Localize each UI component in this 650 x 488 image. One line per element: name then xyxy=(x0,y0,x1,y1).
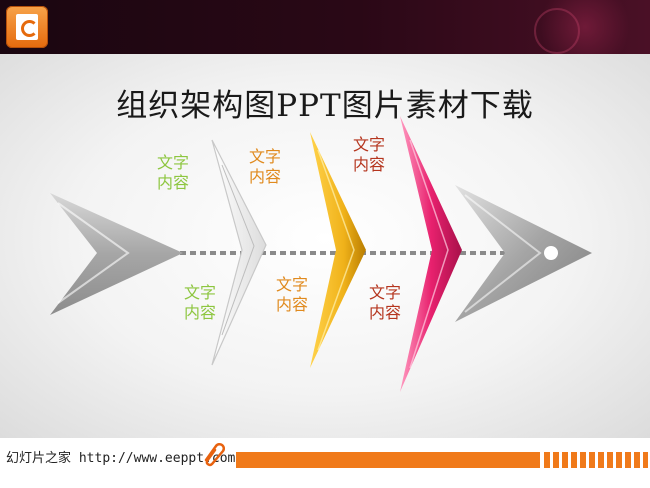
label-bottom-1-line2: 内容 xyxy=(183,303,216,322)
footer-brand-name: 幻灯片之家 xyxy=(6,451,72,466)
label-bottom-1-line1: 文字 xyxy=(183,283,216,302)
fin-gold xyxy=(310,132,366,368)
label-top-2: 文字 内容 xyxy=(230,147,300,187)
label-bottom-3-line1: 文字 xyxy=(368,283,401,302)
label-bottom-3-line2: 内容 xyxy=(368,303,401,322)
fish-head xyxy=(455,185,592,322)
label-bottom-2-line1: 文字 xyxy=(275,275,308,294)
slide-title: 组织架构图PPT图片素材下载 xyxy=(116,88,534,124)
paperclip-icon xyxy=(204,443,225,467)
fin-white xyxy=(211,139,267,366)
label-top-2-line1: 文字 xyxy=(248,147,281,166)
label-bottom-1: 文字 内容 xyxy=(165,283,235,323)
label-bottom-2-line2: 内容 xyxy=(275,295,308,314)
footer-brand: 幻灯片之家 http://www.eeppt.com xyxy=(6,447,235,466)
footer-striped-bar xyxy=(544,452,648,468)
label-top-3: 文字 内容 xyxy=(334,135,404,175)
label-top-1-line2: 内容 xyxy=(156,173,189,192)
label-top-1: 文字 内容 xyxy=(138,153,208,193)
label-top-2-line2: 内容 xyxy=(248,167,281,186)
fish-tail xyxy=(50,193,183,315)
fish-eye xyxy=(544,246,558,260)
footer-url[interactable]: http://www.eeppt.com xyxy=(71,451,236,466)
label-top-1-line1: 文字 xyxy=(156,153,189,172)
footer-orange-bar xyxy=(236,452,540,468)
fin-pink xyxy=(400,116,462,392)
label-top-3-line2: 内容 xyxy=(352,155,385,174)
banner-ring xyxy=(534,8,580,54)
label-bottom-2: 文字 内容 xyxy=(257,275,327,315)
top-banner xyxy=(0,0,650,72)
label-top-3-line1: 文字 xyxy=(352,135,385,154)
powerpoint-logo-icon xyxy=(6,6,48,48)
footer-bar: 幻灯片之家 http://www.eeppt.com xyxy=(0,438,650,488)
label-bottom-3: 文字 内容 xyxy=(350,283,420,323)
